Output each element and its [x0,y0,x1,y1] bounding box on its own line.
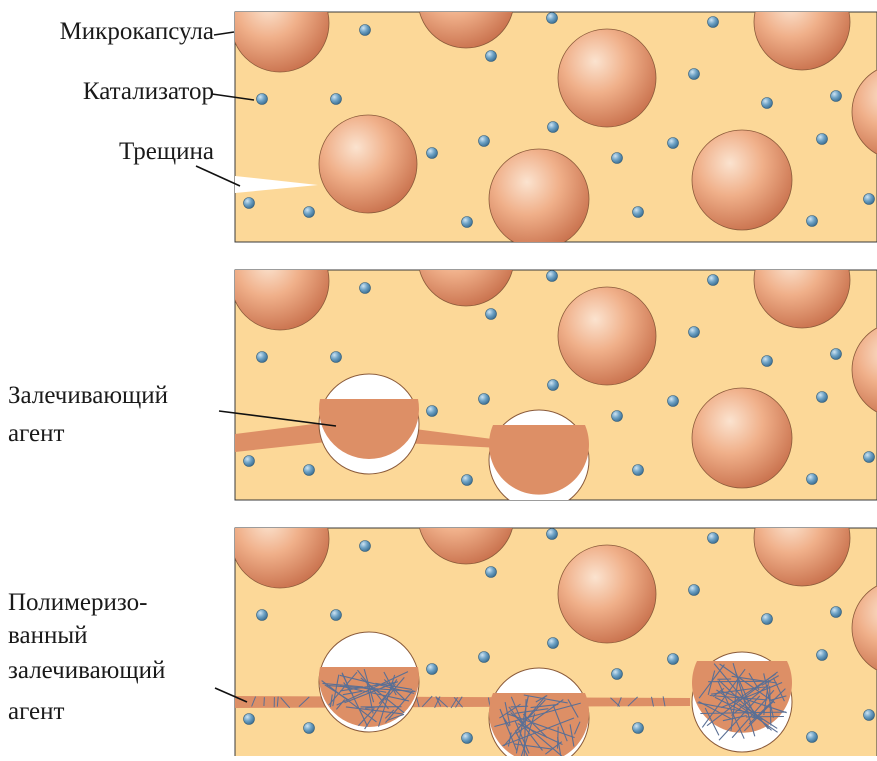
catalyst-particle [668,654,679,665]
catalyst-particle [864,452,875,463]
catalyst-particle [486,567,497,578]
catalyst-particle [244,714,255,725]
catalyst-particle [807,474,818,485]
catalyst-particle [689,327,700,338]
pointer-microcapsule [214,32,234,35]
polymer-fiber [264,697,265,706]
catalyst-particle [547,271,558,282]
microcapsule [558,287,656,385]
catalyst-particle [331,352,342,363]
catalyst-particle [304,723,315,734]
catalyst-particle [817,650,828,661]
catalyst-particle [668,138,679,149]
catalyst-particle [612,153,623,164]
catalyst-particle [427,148,438,159]
catalyst-particle [807,732,818,743]
catalyst-particle [708,533,719,544]
catalyst-particle [331,94,342,105]
microcapsule [231,232,329,330]
catalyst-particle [360,25,371,36]
catalyst-particle [708,17,719,28]
catalyst-particle [668,396,679,407]
catalyst-particle [486,309,497,320]
catalyst-particle [462,475,473,486]
catalyst-particle [462,217,473,228]
catalyst-particle [427,406,438,417]
catalyst-particle [612,669,623,680]
label-polymerized-line4: агент [8,697,64,727]
catalyst-particle [831,349,842,360]
microcapsule [754,490,850,586]
microcapsule [231,490,329,588]
catalyst-particle [548,122,559,133]
catalyst-particle [864,710,875,721]
catalyst-particle [762,356,773,367]
catalyst-particle [633,207,644,218]
label-healing-agent-line1: Залечивающий [8,381,168,411]
label-polymerized-line1: Полимеризо- [8,588,147,618]
microcapsule [558,29,656,127]
catalyst-particle [762,98,773,109]
catalyst-particle [864,194,875,205]
catalyst-particle [817,134,828,145]
label-healing-agent-line2: агент [8,419,64,449]
catalyst-particle [633,723,644,734]
catalyst-particle [831,607,842,618]
catalyst-particle [462,733,473,744]
catalyst-particle [708,275,719,286]
catalyst-particle [486,51,497,62]
catalyst-particle [612,411,623,422]
microcapsule [558,545,656,643]
polymer-fiber [511,706,528,707]
catalyst-particle [807,216,818,227]
catalyst-particle [304,465,315,476]
catalyst-particle [547,13,558,24]
catalyst-particle [257,94,268,105]
label-polymerized-line2: ванный [8,621,88,651]
catalyst-particle [762,614,773,625]
catalyst-particle [689,69,700,80]
catalyst-particle [633,465,644,476]
catalyst-particle [548,638,559,649]
label-microcapsule: Микрокапсула [60,17,214,47]
catalyst-particle [360,283,371,294]
catalyst-particle [548,380,559,391]
catalyst-particle [427,664,438,675]
catalyst-particle [331,610,342,621]
catalyst-particle [479,394,490,405]
catalyst-particle [244,456,255,467]
microcapsule [754,232,850,328]
catalyst-particle [817,392,828,403]
catalyst-particle [257,610,268,621]
catalyst-particle [689,585,700,596]
microcapsule [489,149,589,249]
label-polymerized-line3: залечивающий [8,656,165,686]
catalyst-particle [257,352,268,363]
catalyst-particle [831,91,842,102]
pointer-crack [196,166,240,186]
catalyst-particle [304,207,315,218]
label-catalyst: Катализатор [83,77,214,107]
catalyst-particle [244,198,255,209]
catalyst-particle [479,652,490,663]
catalyst-particle [360,541,371,552]
catalyst-particle [547,529,558,540]
microcapsule [692,130,792,230]
microcapsule [319,115,417,213]
catalyst-particle [479,136,490,147]
microcapsule [692,388,792,488]
label-crack: Трещина [119,137,214,167]
